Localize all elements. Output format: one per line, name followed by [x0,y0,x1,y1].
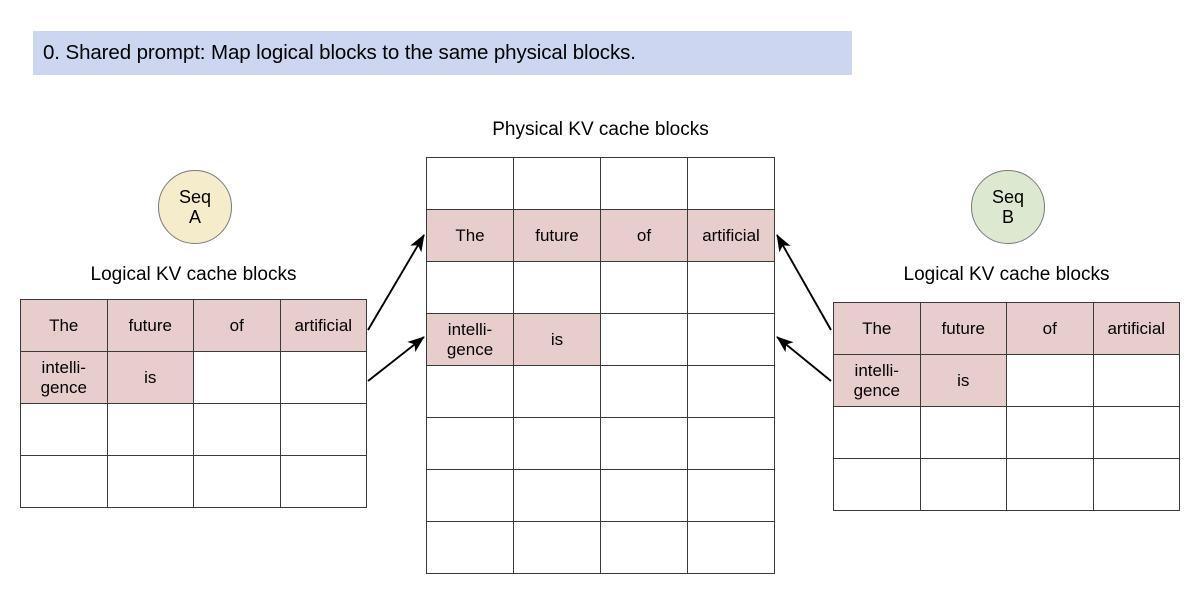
kv-block-cell: intelli-gence [426,313,514,366]
arrow-left-row2-to-phys-row4 [367,336,425,382]
kv-block-cell: The [20,299,108,352]
kv-block-cell: intelli-gence [20,351,108,404]
kv-block-cell: of [193,299,281,352]
kv-block-cell [919,458,1007,511]
kv-block-cell [426,365,514,418]
kv-block-cell: artificial [687,209,775,262]
kv-block-cell [600,521,688,574]
kv-block-cell: The [833,302,921,355]
kv-block-cell [279,403,367,456]
kv-block-cell [279,351,367,404]
kv-block-cell [426,157,514,210]
kv-block-cell [600,417,688,470]
kv-block-cell: future [919,302,1007,355]
kv-block-cell [687,521,775,574]
kv-block-cell [1092,458,1180,511]
kv-block-cell [687,157,775,210]
seq-a-label-line2: A [188,207,201,227]
kv-block-cell [1006,354,1094,407]
seq-b-label-line2: B [1001,207,1014,227]
logical-cache-title-left: Logical KV cache blocks [90,264,297,285]
kv-block-cell: The [426,209,514,262]
arrow-right-row2-to-phys-row4 [776,336,832,382]
kv-block-cell [687,469,775,522]
kv-block-cell [1092,354,1180,407]
seq-a-badge: Seq A [158,170,232,244]
kv-block-cell [687,365,775,418]
kv-block-cell [513,157,601,210]
table-row [426,261,775,314]
kv-block-cell [20,403,108,456]
kv-block-cell [687,261,775,314]
kv-block-cell [193,455,281,508]
kv-block-cell [600,313,688,366]
kv-block-cell [193,403,281,456]
seq-b-label-line1: Seq [991,186,1025,207]
kv-block-cell [426,469,514,522]
kv-block-cell [833,458,921,511]
kv-block-cell [600,365,688,418]
kv-block-cell: is [106,351,194,404]
table-row [20,403,367,456]
table-row [426,521,775,574]
kv-block-cell [1006,458,1094,511]
kv-block-cell: future [106,299,194,352]
kv-block-cell: future [513,209,601,262]
kv-block-cell [279,455,367,508]
kv-block-cell: artificial [279,299,367,352]
kv-block-cell [833,406,921,459]
seq-b-badge: Seq B [971,170,1045,244]
kv-block-cell [600,469,688,522]
logical-cache-title-right: Logical KV cache blocks [903,264,1110,285]
kv-block-cell: is [919,354,1007,407]
kv-block-cell [919,406,1007,459]
kv-block-cell: of [1006,302,1094,355]
kv-block-cell [20,455,108,508]
kv-block-cell [193,351,281,404]
kv-block-cell [1092,406,1180,459]
kv-block-cell [426,521,514,574]
kv-block-cell [106,403,194,456]
kv-block-cell: intelli-gence [833,354,921,407]
kv-block-cell [106,455,194,508]
arrow-right-row1-to-phys-row2 [776,234,832,331]
table-row [20,455,367,508]
kv-block-cell [513,365,601,418]
kv-block-cell [600,261,688,314]
kv-block-cell [513,417,601,470]
seq-a-label-line1: Seq [178,186,212,207]
kv-block-cell [513,521,601,574]
shared-prompt-banner: 0. Shared prompt: Map logical blocks to … [33,31,852,75]
kv-block-cell: artificial [1092,302,1180,355]
table-row [833,458,1180,511]
kv-block-cell: of [600,209,688,262]
kv-block-cell [513,261,601,314]
physical-cache-title: Physical KV cache blocks [492,119,709,140]
shared-prompt-text: 0. Shared prompt: Map logical blocks to … [43,41,636,64]
table-row [426,365,775,418]
kv-block-cell [1006,406,1094,459]
arrow-left-row1-to-phys-row2 [367,234,425,331]
kv-block-cell [426,417,514,470]
table-row [426,417,775,470]
kv-block-cell [600,157,688,210]
kv-block-cell [426,261,514,314]
kv-block-cell [687,313,775,366]
kv-block-cell [687,417,775,470]
kv-block-cell [513,469,601,522]
kv-block-cell: is [513,313,601,366]
table-row [426,469,775,522]
table-row [833,406,1180,459]
table-row [426,157,775,210]
